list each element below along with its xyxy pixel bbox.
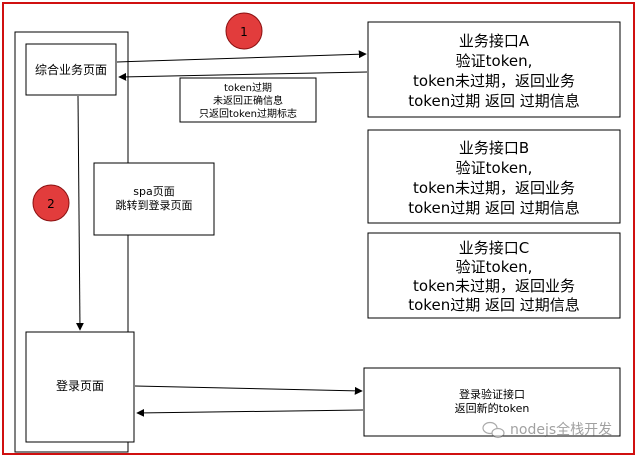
- api-b-line-4: token过期 返回 过期信息: [408, 199, 579, 217]
- api-a-line-4: token过期 返回 过期信息: [408, 92, 579, 110]
- arrow-redirect-to-login: [75, 95, 84, 331]
- token-expired-note: token过期 未返回正确信息 只返回token过期标志: [179, 77, 317, 123]
- api-a-node: 业务接口A 验证token, token未过期，返回业务 token过期 返回 …: [367, 21, 621, 118]
- login-api-node: 登录验证接口 返回新的token: [363, 367, 621, 437]
- api-c-node: 业务接口C 验证token, token未过期，返回业务 token过期 返回 …: [367, 232, 621, 319]
- api-b-line-1: 业务接口B: [459, 139, 529, 157]
- arrow-response-expired: [118, 71, 368, 81]
- composite-page-node: 综合业务页面: [25, 43, 117, 96]
- api-a-line-3: token未过期，返回业务: [413, 72, 575, 90]
- api-c-line-2: 验证token,: [456, 258, 533, 276]
- step-2-badge: 2: [32, 184, 70, 222]
- api-b-line-2: 验证token,: [456, 159, 533, 177]
- api-c-line-4: token过期 返回 过期信息: [408, 296, 579, 314]
- arrow-login-request: [134, 385, 363, 395]
- step-1-number: 1: [240, 25, 248, 39]
- outer-border: [2, 2, 635, 455]
- spa-note-node: spa页面 跳转到登录页面: [93, 162, 215, 236]
- login-api-line-1: 登录验证接口: [459, 387, 525, 401]
- watermark-text: nodejs全栈开发: [510, 421, 612, 438]
- watermark: nodejs全栈开发: [482, 421, 612, 439]
- step-1-badge: 1: [225, 12, 263, 50]
- spa-note-line-1: spa页面: [133, 185, 174, 198]
- login-page-label: 登录页面: [56, 378, 104, 393]
- login-api-line-2: 返回新的token: [455, 401, 530, 415]
- arrow-request-to-api: [116, 50, 367, 63]
- api-a-line-2: 验证token,: [456, 52, 533, 70]
- login-page-node: 登录页面: [25, 331, 135, 443]
- token-note-line-3: 只返回token过期标志: [199, 107, 297, 120]
- spa-note-line-2: 跳转到登录页面: [116, 198, 193, 212]
- api-c-line-1: 业务接口C: [459, 239, 529, 257]
- token-note-line-2: 未返回正确信息: [213, 94, 283, 107]
- api-a-line-1: 业务接口A: [459, 32, 530, 50]
- api-b-node: 业务接口B 验证token, token未过期，返回业务 token过期 返回 …: [367, 129, 621, 224]
- api-c-line-3: token未过期，返回业务: [413, 277, 575, 295]
- step-2-number: 2: [47, 197, 55, 211]
- arrow-new-token-response: [136, 408, 364, 417]
- composite-page-label: 综合业务页面: [35, 62, 107, 77]
- wechat-icon: [482, 421, 505, 439]
- api-b-line-3: token未过期，返回业务: [413, 179, 575, 197]
- token-note-line-1: token过期: [224, 81, 272, 94]
